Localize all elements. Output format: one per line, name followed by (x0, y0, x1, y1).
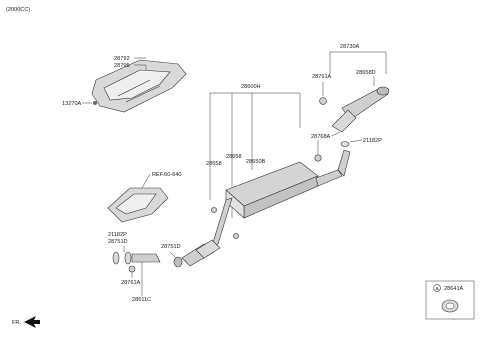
legend-part: 28641A (444, 286, 464, 292)
front-direction-label: FR. (12, 320, 21, 326)
hanger-28768A (314, 154, 322, 162)
center-pipe (211, 197, 233, 247)
label-28611C: 28611C (132, 297, 151, 303)
engine-note: (2000CC) (6, 7, 30, 13)
front-pipe-28611C (112, 239, 221, 268)
label-28658D: 28658D (356, 70, 376, 76)
label-28658-b: 28658 (226, 154, 242, 160)
label-28792: 28792 (114, 56, 130, 62)
label-28795: 28795 (114, 63, 130, 69)
label-21182P-left: 21182P (108, 232, 127, 238)
legend-box: a 28641A (425, 280, 475, 320)
clamp-28641A-icon (441, 299, 459, 313)
label-21182P-right: 21182P (363, 138, 382, 144)
label-28761A-bottom: 28761A (121, 280, 141, 286)
label-28751D-mid: 28751D (161, 244, 181, 250)
catalytic-heat-shield (107, 187, 169, 223)
bolt-13270A (93, 101, 97, 105)
muffler-28650B (225, 149, 351, 219)
hanger-28658-b (233, 233, 239, 239)
hanger-28658-a (211, 207, 217, 213)
label-28761A-top: 28761A (312, 74, 332, 80)
tail-pipe-28658D (331, 86, 390, 133)
label-28730A: 28730A (340, 44, 360, 50)
heat-shield-upper (91, 59, 187, 113)
hanger-28761A-top (319, 97, 327, 105)
label-28600H: 28600H (241, 84, 261, 90)
legend-marker: a (436, 286, 440, 292)
front-arrow-icon (24, 316, 40, 328)
gasket-21182P-right (340, 141, 350, 147)
label-28768A: 28768A (311, 134, 331, 140)
label-28751D-left: 28751D (108, 239, 128, 245)
label-13270A: 13270A (62, 101, 82, 107)
label-28650B: 28650B (246, 159, 266, 165)
label-28658-a: 28658 (206, 161, 222, 167)
label-ref: REF.60-640 (152, 172, 182, 178)
hanger-28761A-bottom (128, 265, 136, 273)
